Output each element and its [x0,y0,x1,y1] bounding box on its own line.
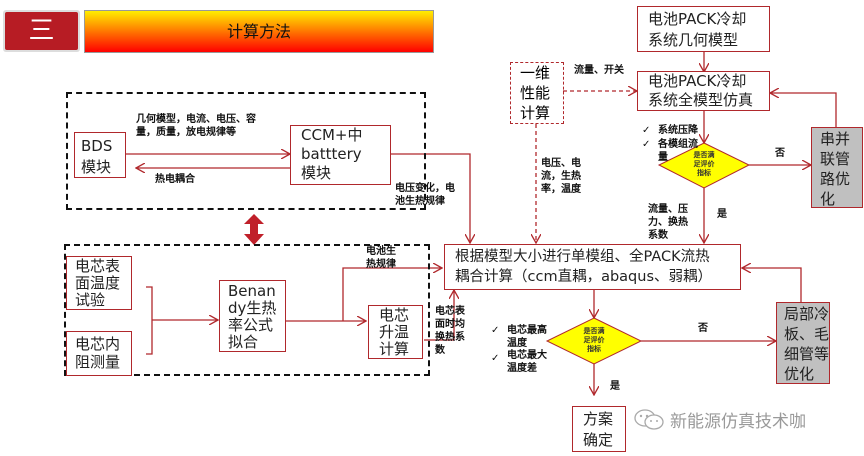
label-thermo-electric: 热电耦合 [155,174,195,185]
check1-item-2: 各模组流 量 [658,139,698,163]
arrow-local-coupled [742,268,802,302]
double-arrow-icon [244,214,264,245]
decision-1-text: 是否满 足评价 指标 [693,151,715,177]
label-heat-law: 电池生 热规律 [366,246,396,270]
check1-mark-2: ✓ [642,139,651,150]
check1-item-1: 系统压降 [658,125,698,136]
group-top [66,92,426,210]
label-volt-current: 电压、电 流，生热 率，温度 [541,158,581,195]
arrow-heatlaw-coupled [342,268,442,321]
node-pack-full: 电池PACK冷却 系统全模型仿真 [637,71,770,111]
page-title: 计算方法 [226,22,291,41]
label-surface-coef: 电芯表 面时均 换热系 数 [435,306,465,356]
label-flow-pressure: 流量、压 力、换热 系数 [648,204,688,241]
label-voltage-change: 电压变化，电 池生热规律 [395,183,455,207]
label-no-1: 否 [775,148,785,159]
title-bar: 计算方法 [84,10,434,53]
check2-item-1: 电芯最高 温度 [507,325,547,349]
label-flow-switch: 流量、开关 [574,65,624,76]
node-local-opt: 局部冷 板、毛 细管等 优化 [776,302,830,384]
decision-diamond-2 [545,317,643,365]
wechat-icon [634,409,664,430]
node-ccm: CCM+中 batttery 模块 [290,125,391,185]
label-yes-1: 是 [717,209,727,220]
arrow-temprise-coupled [424,290,454,341]
group-bottom [64,244,430,376]
label-no-2: 否 [698,323,708,334]
check2-item-2: 电芯最大 温度差 [507,350,547,374]
label-bds-ccm: 几何模型，电流、电压、容 量，质量，放电规律等 [136,114,256,138]
section-badge: 三 [3,10,80,52]
arrow-ccm-coupled [391,153,470,243]
watermark-text: 新能源仿真技术咖 [670,411,806,432]
node-final: 方案 确定 [572,406,626,452]
arrow-series-full [770,93,837,127]
node-cell-surface-test: 电芯表 面温度 试验 [66,256,132,310]
one-d-box [510,62,564,124]
node-cell-resistance: 电芯内 阻测量 [66,331,132,376]
section-number: 三 [5,12,78,50]
label-yes-2: 是 [610,381,620,392]
node-bernardi: Benan dy生热 率公式 拟合 [219,280,286,352]
node-one-d: 一维 性能 计算 [520,64,551,122]
node-coupled-calc: 根据模型大小进行单模组、全PACK流热 耦合计算（ccm直耦，abaqus、弱耦… [444,244,741,290]
node-cell-temp-rise: 电芯 升温 计算 [368,305,423,359]
check2-mark-1: ✓ [491,325,500,336]
node-bds: BDS 模块 [74,132,126,178]
watermark: 新能源仿真技术咖 [632,406,806,432]
node-pack-geo: 电池PACK冷却 系统几何模型 [637,6,770,52]
decision-2-text: 是否满 足评价 指标 [583,327,605,353]
decision-diamond-1 [657,142,751,189]
check1-mark-1: ✓ [642,125,651,136]
check2-mark-2: ✓ [491,353,500,364]
node-series-parallel: 串并 联管 路优 化 [811,127,863,208]
